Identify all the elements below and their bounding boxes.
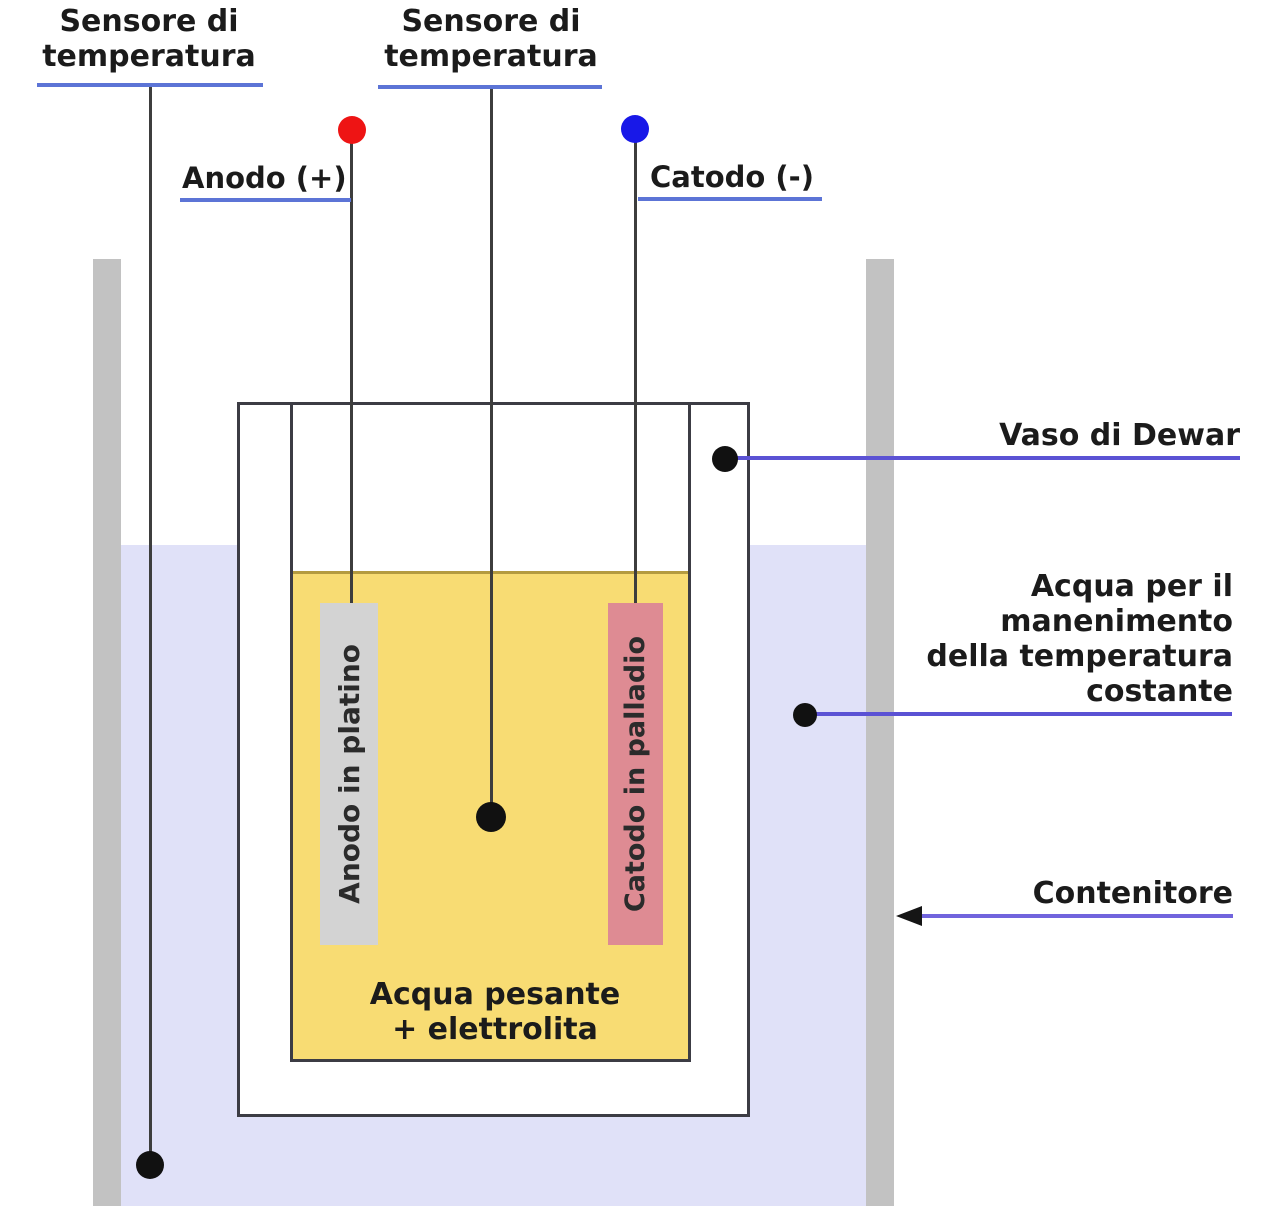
electrolyte-label: Acqua pesante + elettrolita [345, 977, 645, 1047]
center-sensor-label-line2: temperatura [384, 39, 598, 74]
center-sensor-label-line1: Sensore di [401, 4, 581, 39]
center-sensor-wire [490, 87, 493, 817]
left-sensor-label: Sensore di temperatura [24, 4, 274, 74]
left-sensor-wire [149, 85, 152, 1165]
cathode-terminal-dot [621, 115, 649, 143]
left-sensor-label-line1: Sensore di [59, 4, 239, 39]
bath-water-label-line2: manenimento [1000, 604, 1233, 639]
left-sensor-label-line2: temperatura [42, 39, 256, 74]
left-sensor-tip-dot [136, 1151, 164, 1179]
cathode-label-underline [638, 197, 822, 201]
container-label: Contenitore [1032, 876, 1233, 911]
dewar-label: Vaso di Dewar [999, 418, 1240, 453]
container-wall-right [866, 259, 894, 1206]
bath-water-node-dot [793, 703, 817, 727]
anode-electrode-label: Anodo in platino [332, 644, 366, 904]
left-sensor-underline [37, 83, 263, 87]
cathode-electrode-bar: Catodo in palladio [608, 603, 663, 945]
bath-water-pointer-line [805, 712, 1232, 716]
bath-water-label-line3: della temperatura [926, 639, 1233, 674]
anode-wire [350, 130, 353, 603]
bath-water-label-line4: costante [1086, 674, 1233, 709]
center-sensor-underline [378, 85, 602, 89]
electrolyte-label-line1: Acqua pesante [369, 977, 621, 1012]
dewar-node-dot [712, 446, 738, 472]
anode-terminal-dot [338, 116, 366, 144]
electrolyte-label-line2: + elettrolita [392, 1012, 598, 1047]
cathode-terminal-label: Catodo (-) [650, 160, 814, 194]
anode-terminal-label: Anodo (+) [182, 161, 347, 195]
bath-water-label-line1: Acqua per il [1030, 569, 1233, 604]
center-sensor-label: Sensore di temperatura [366, 4, 616, 74]
cathode-wire [634, 129, 637, 603]
container-arrow-icon [896, 906, 922, 926]
anode-label-underline [180, 198, 351, 202]
container-wall-left [93, 259, 121, 1206]
cathode-electrode-label: Catodo in palladio [620, 635, 651, 913]
dewar-pointer-line [725, 456, 1240, 460]
container-pointer-line [912, 914, 1233, 918]
anode-electrode-bar: Anodo in platino [320, 603, 378, 945]
center-sensor-tip-dot [476, 802, 506, 832]
bath-water-label: Acqua per il manenimento della temperatu… [890, 569, 1233, 709]
